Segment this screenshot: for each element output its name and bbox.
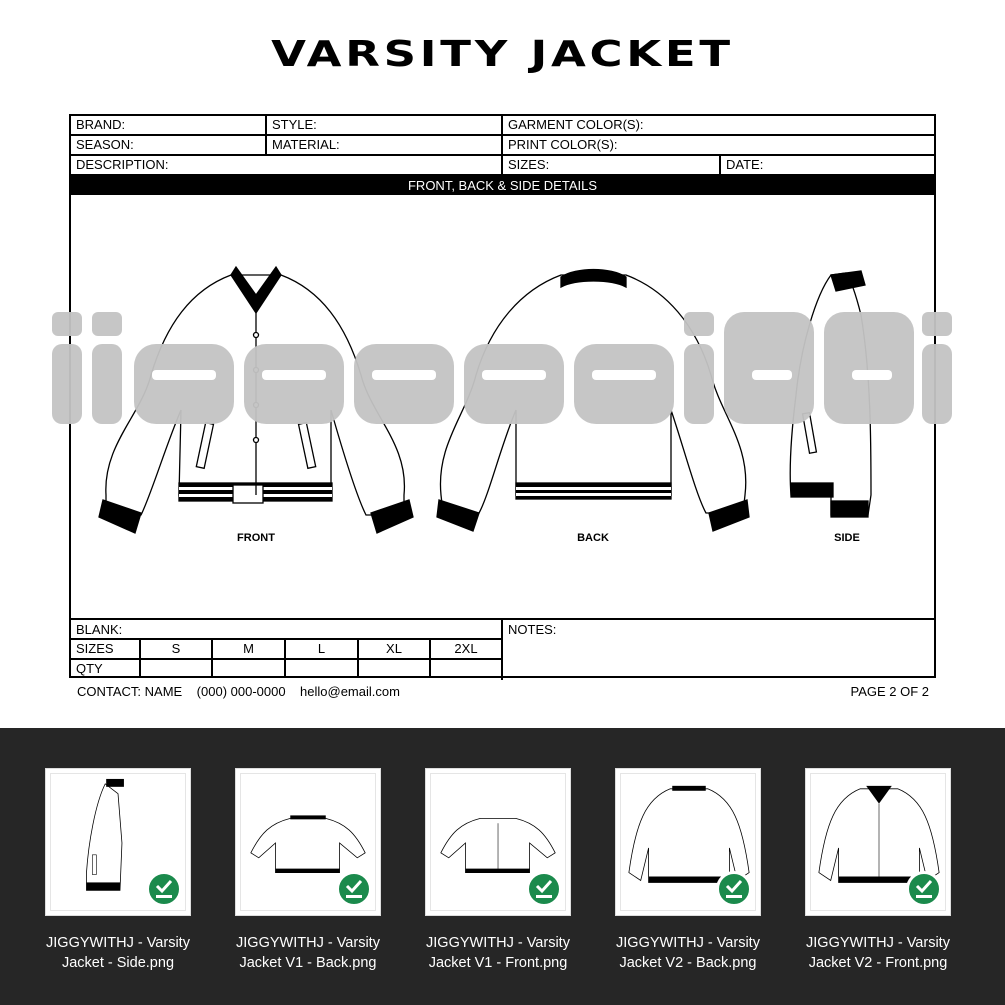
form-row-3: DESCRIPTION: SIZES: DATE: [71, 156, 934, 176]
check-download-icon [336, 871, 372, 907]
check-download-icon [716, 871, 752, 907]
size-s: S [171, 641, 181, 656]
date-field[interactable]: DATE: [726, 157, 764, 172]
side-jacket-drawing [789, 270, 872, 518]
tech-pack-sheet: BRAND: STYLE: GARMENT COLOR(S): SEASON: … [69, 114, 936, 680]
file-thumb-v1-front[interactable] [425, 768, 571, 916]
sizes-row-label: SIZES [76, 641, 114, 656]
contact-email: hello@email.com [300, 684, 400, 699]
file-thumb-side[interactable] [45, 768, 191, 916]
size-qty-section: BLANK: NOTES: SIZES QTY S M L XL 2XL [71, 618, 934, 680]
file-thumb-v2-front[interactable] [805, 768, 951, 916]
jacket-side-thumbnail [86, 778, 124, 891]
blank-field[interactable]: BLANK: [76, 622, 123, 637]
check-download-icon [906, 871, 942, 907]
notes-field[interactable]: NOTES: [508, 622, 557, 637]
size-xl: XL [386, 641, 402, 656]
back-label: BACK [577, 532, 609, 544]
sizes-field[interactable]: SIZES: [508, 157, 550, 172]
jacket-back-thumbnail [250, 815, 366, 873]
form-row-2: SEASON: MATERIAL: PRINT COLOR(S): [71, 136, 934, 156]
back-jacket-drawing [436, 268, 750, 532]
material-field[interactable]: MATERIAL: [272, 137, 340, 152]
garment-colors-field[interactable]: GARMENT COLOR(S): [508, 117, 644, 132]
form-row-1: BRAND: STYLE: GARMENT COLOR(S): [71, 116, 934, 136]
check-download-icon [146, 871, 182, 907]
season-field[interactable]: SEASON: [76, 137, 134, 152]
brand-field[interactable]: BRAND: [76, 117, 126, 132]
style-field[interactable]: STYLE: [272, 117, 317, 132]
jacket-back-thumbnail [628, 785, 750, 883]
front-jacket-drawing [98, 265, 414, 534]
check-download-icon [526, 871, 562, 907]
page-number: PAGE 2 OF 2 [850, 684, 929, 699]
section-bar: FRONT, BACK & SIDE DETAILS [71, 176, 934, 195]
description-field[interactable]: DESCRIPTION: [76, 157, 169, 172]
side-label: SIDE [834, 532, 860, 544]
size-2xl: 2XL [454, 641, 478, 656]
print-colors-field[interactable]: PRINT COLOR(S): [508, 137, 618, 152]
file-thumb-v2-back[interactable] [615, 768, 761, 916]
size-m: M [243, 641, 254, 656]
size-l: L [317, 641, 326, 656]
page-title: VARSITY JACKET [271, 34, 734, 75]
contact-name: CONTACT: NAME [77, 684, 183, 699]
contact-line: CONTACT: NAME (000) 000-0000 hello@email… [77, 684, 400, 699]
file-thumb-v1-back[interactable] [235, 768, 381, 916]
jacket-front-thumbnail [440, 817, 556, 873]
jacket-drawings: FRONT BACK SIDE [98, 265, 872, 544]
contact-phone: (000) 000-0000 [196, 684, 286, 699]
front-label: FRONT [237, 532, 275, 544]
qty-row-label: QTY [76, 661, 103, 676]
